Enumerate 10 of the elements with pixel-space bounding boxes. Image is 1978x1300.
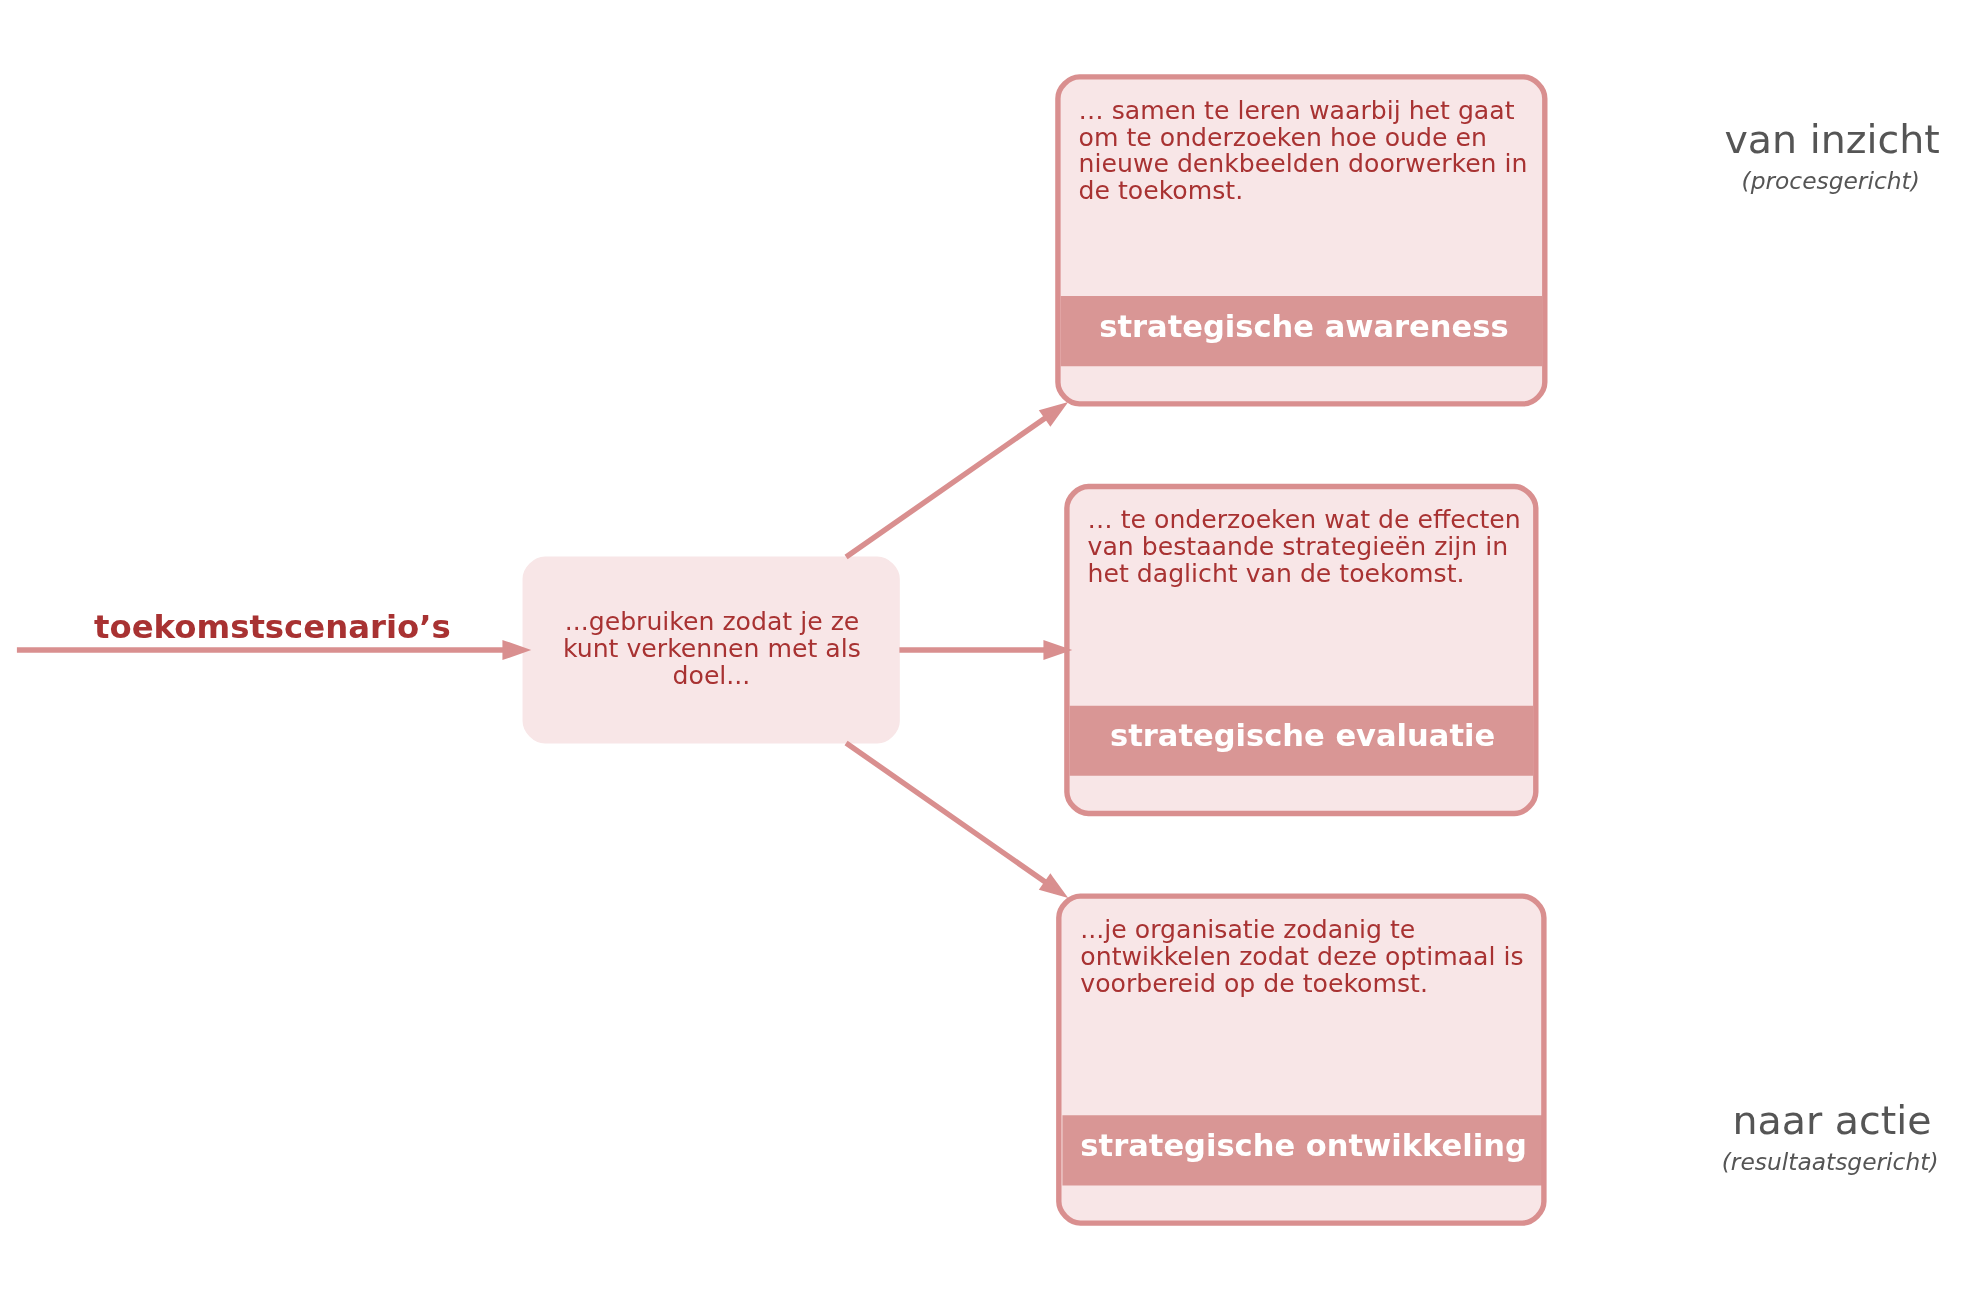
arrow	[844, 401, 1069, 560]
edge-label: toekomstscenario’s	[94, 608, 451, 647]
arrow	[844, 740, 1069, 899]
node-box: ...gebruiken zodat je ze kunt verkennen met als doel...	[522, 556, 900, 744]
arrow	[16, 639, 532, 661]
label: (procesgericht)	[1741, 166, 1920, 195]
arrow	[899, 639, 1073, 661]
label: naar actie	[1732, 1097, 1932, 1144]
label: van inzicht	[1724, 116, 1940, 163]
label: (resultaatsgericht)	[1721, 1147, 1939, 1176]
